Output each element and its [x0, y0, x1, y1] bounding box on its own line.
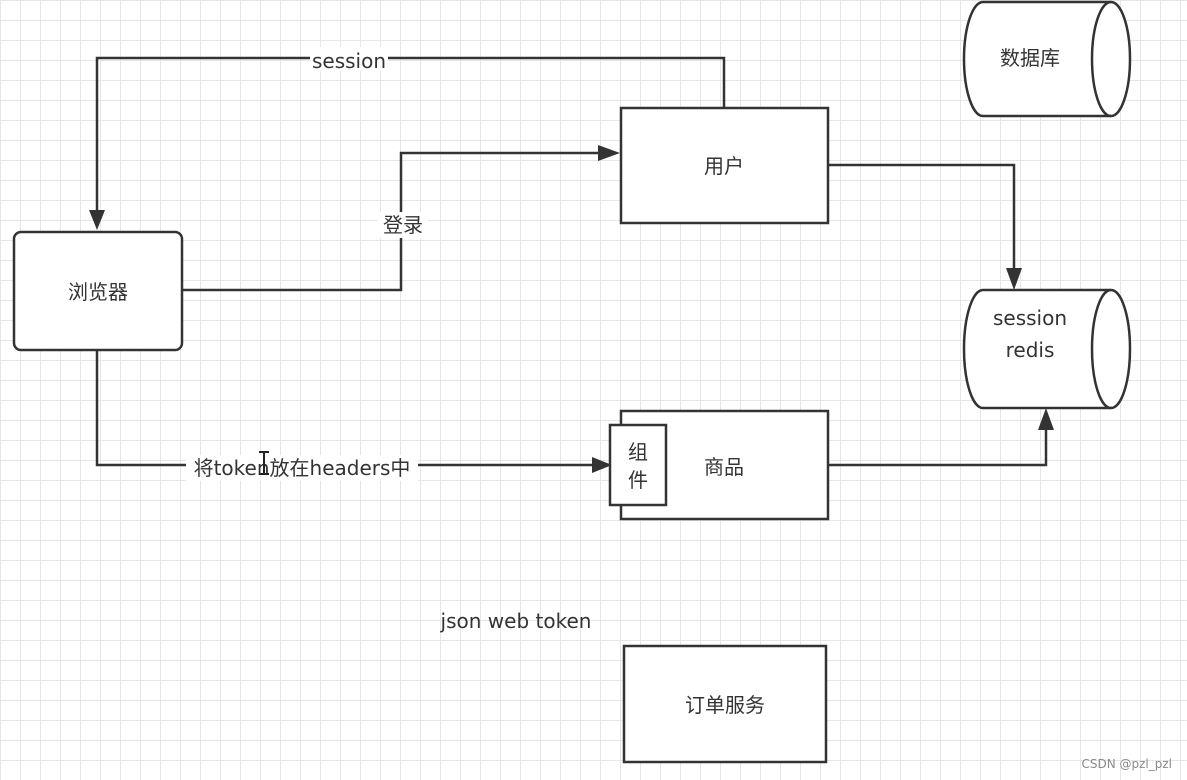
edge-token-headers [95, 350, 592, 467]
edge-session-label-bg [310, 47, 388, 71]
node-database-label: 数据库 [1000, 46, 1060, 70]
node-browser[interactable] [12, 230, 184, 352]
node-order-service[interactable] [622, 644, 828, 764]
node-user-label: 用户 [704, 154, 744, 178]
node-product-label: 商品 [704, 455, 744, 479]
edge-login-label: 登录 [383, 213, 423, 237]
text-cursor-icon [259, 451, 269, 475]
edge-login-arrowhead [598, 145, 620, 161]
edge-login-label-bg [378, 212, 428, 238]
edge-product-redis [828, 428, 1048, 467]
node-browser-label: 浏览器 [68, 280, 128, 304]
edge-session-label: session [312, 49, 386, 73]
node-session-redis[interactable] [962, 288, 1132, 410]
edge-user-redis [828, 163, 1016, 270]
edge-token-headers-label: 将token放在headers中 [194, 456, 411, 480]
node-component-label-line2: 件 [628, 468, 648, 492]
edge-token-headers-arrowhead [592, 457, 612, 473]
node-component[interactable] [608, 423, 668, 507]
watermark: CSDN @pzl_pzl [1081, 757, 1172, 771]
node-session-redis-label-line1: session [993, 306, 1067, 330]
edge-product-redis-arrowhead [1038, 408, 1054, 430]
edge-user-redis-arrowhead [1006, 268, 1022, 290]
node-database[interactable] [962, 0, 1132, 118]
annotation-json-web-token: json web token [440, 609, 592, 633]
edge-session [95, 56, 726, 212]
node-user[interactable] [619, 106, 830, 225]
edge-session-arrowhead [89, 210, 105, 230]
node-component-label-line1: 组 [628, 440, 648, 464]
node-session-redis-label-line2: redis [1006, 338, 1055, 362]
edge-token-label-bg [186, 455, 418, 481]
node-order-service-label: 订单服务 [685, 693, 765, 717]
